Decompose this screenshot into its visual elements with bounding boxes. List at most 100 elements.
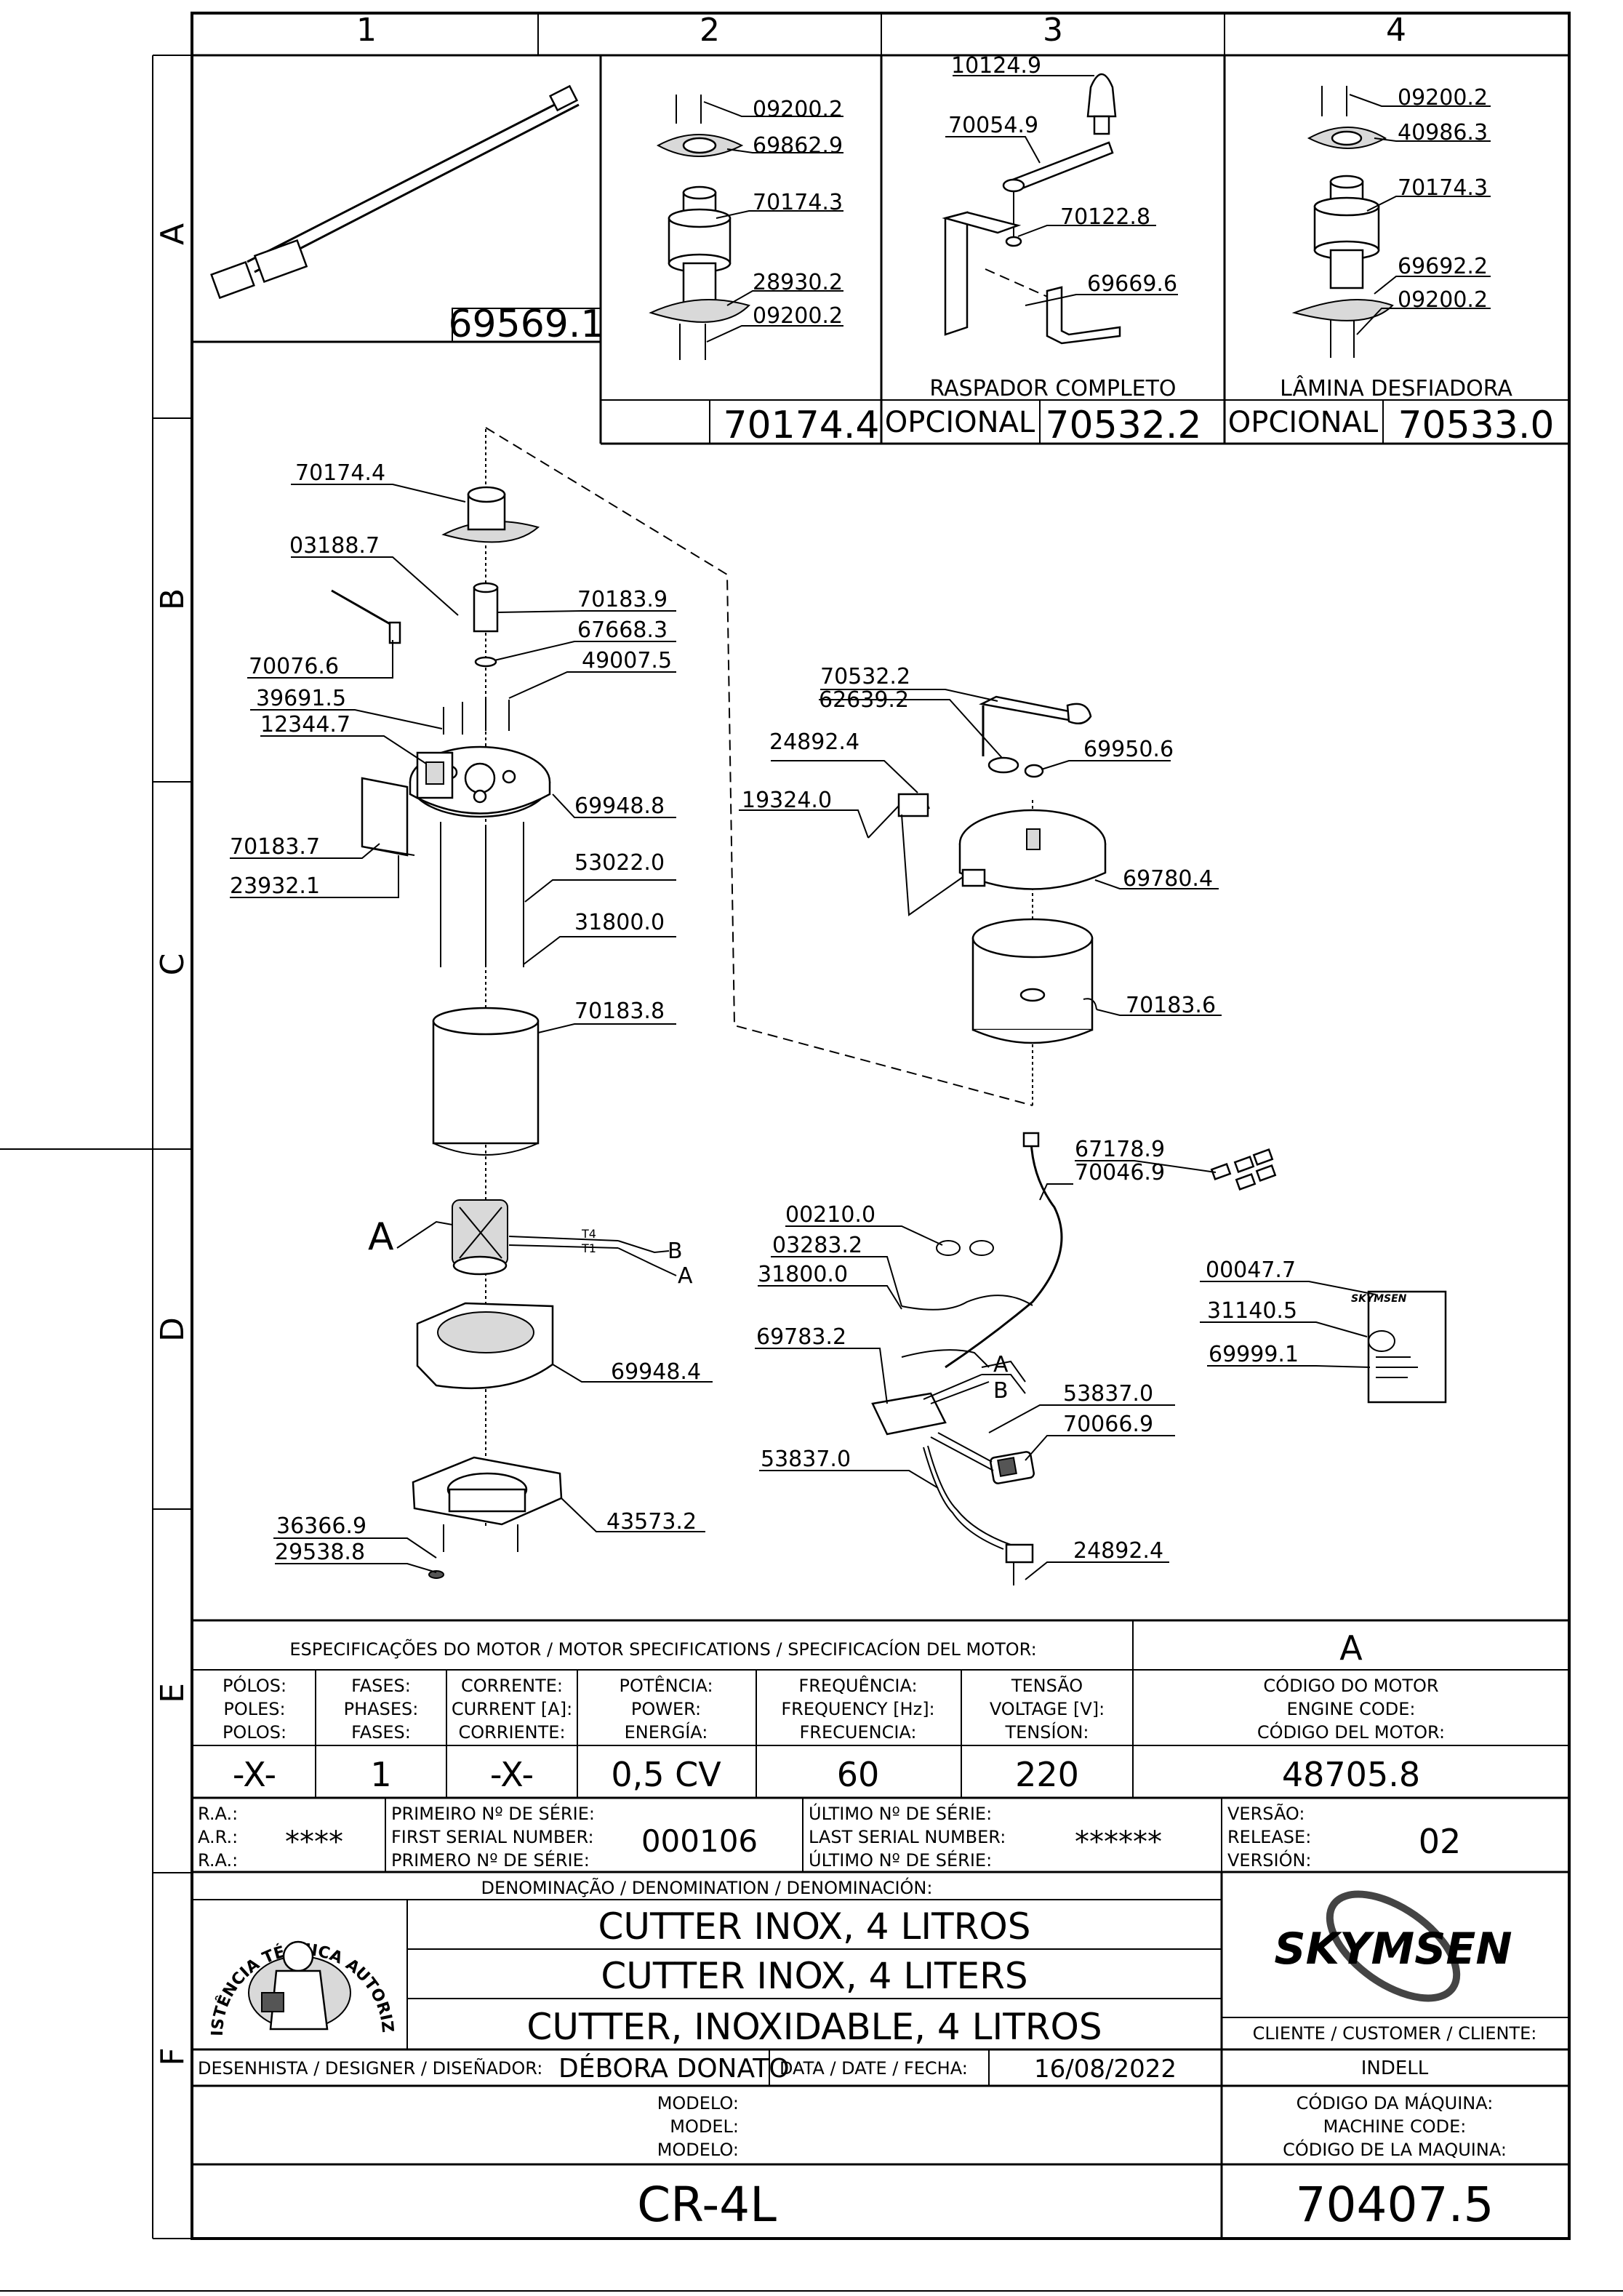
svg-text:VERSÃO:: VERSÃO: — [1227, 1802, 1305, 1824]
row-label-b: B — [154, 588, 191, 610]
callout-67668-3: 67668.3 — [577, 617, 668, 643]
callout-70183-9: 70183.9 — [577, 587, 668, 612]
svg-text:CÓDIGO DE LA MAQUINA:: CÓDIGO DE LA MAQUINA: — [1283, 2138, 1507, 2160]
svg-text:FREQUÊNCIA:: FREQUÊNCIA: — [798, 1675, 917, 1696]
svg-text:CORRENTE:: CORRENTE: — [461, 1676, 563, 1696]
row-label-d: D — [154, 1317, 191, 1342]
svg-text:PRIMEIRO Nº DE SÉRIE:: PRIMEIRO Nº DE SÉRIE: — [391, 1803, 595, 1824]
product-name-pt: CUTTER INOX, 4 LITROS — [598, 1905, 1031, 1948]
motor-poles-value: -X- — [233, 1755, 276, 1794]
callout-70174-4: 70174.4 — [295, 460, 385, 486]
svg-text:ENGINE CODE:: ENGINE CODE: — [1287, 1699, 1416, 1719]
svg-text:MACHINE CODE:: MACHINE CODE: — [1323, 2116, 1467, 2137]
svg-text:FRECUENCIA:: FRECUENCIA: — [799, 1722, 916, 1743]
blade-kit-drawing — [649, 95, 750, 360]
scraper-optional: OPCIONAL — [885, 406, 1035, 439]
callout-03283-2: 03283.2 — [772, 1233, 862, 1258]
column-label-2: 2 — [700, 12, 720, 49]
callout-67178-9: 67178.9 — [1075, 1137, 1165, 1162]
callout-09200-2c: 09200.2 — [1398, 85, 1488, 111]
cable-kit-drawing — [210, 84, 580, 300]
callout-29538-8: 29538.8 — [275, 1540, 365, 1565]
motor-frequency-value: 60 — [837, 1755, 880, 1794]
engine-code-value: 48705.8 — [1282, 1755, 1420, 1794]
svg-text:R.A.:: R.A.: — [198, 1850, 238, 1871]
callout-31800-0b: 31800.0 — [758, 1262, 848, 1287]
svg-text:MODELO:: MODELO: — [657, 2140, 739, 2160]
callout-69692-2: 69692.2 — [1398, 254, 1488, 279]
title-block-lines — [192, 1872, 1569, 2239]
designer-label: DESENHISTA / DESIGNER / DISEÑADOR: — [198, 2057, 542, 2079]
svg-text:POLES:: POLES: — [223, 1699, 285, 1719]
ra-value: **** — [285, 1825, 343, 1859]
callout-69948-4: 69948.4 — [611, 1359, 701, 1385]
wire-end-a2: A — [993, 1352, 1009, 1377]
shred-optional: OPCIONAL — [1228, 406, 1379, 439]
svg-text:CÓDIGO DO MOTOR: CÓDIGO DO MOTOR — [1263, 1674, 1438, 1696]
callout-12344-7: 12344.7 — [260, 712, 350, 737]
shred-kit-name: LÂMINA DESFIADORA — [1280, 375, 1512, 401]
callout-69950-6: 69950.6 — [1083, 737, 1174, 762]
shred-kit-code: 70533.0 — [1398, 404, 1554, 447]
scraper-kit-leaders — [945, 75, 1178, 306]
denomination-label: DENOMINAÇÃO / DENOMINATION / DENOMINACIÓ… — [481, 1876, 933, 1898]
scraper-kit-code: 70532.2 — [1045, 404, 1201, 447]
callout-70183-6: 70183.6 — [1126, 993, 1216, 1018]
customer-label: CLIENTE / CUSTOMER / CLIENTE: — [1253, 2023, 1537, 2044]
motor-phases-value: 1 — [370, 1755, 391, 1794]
motor-current-value: -X- — [490, 1755, 534, 1794]
column-labels: 1 2 3 4 — [356, 12, 1406, 49]
svg-text:PÓLOS:: PÓLOS: — [223, 1674, 286, 1696]
callout-69948-8: 69948.8 — [574, 793, 665, 819]
model-labels: MODELO: MODEL: MODELO: — [657, 2093, 739, 2160]
callout-70174-3b: 70174.3 — [1398, 175, 1488, 201]
stamp-text: ASSISTÊNCIA TÉCNICA AUTORIZADA — [0, 0, 396, 2036]
callout-70054-9: 70054.9 — [948, 113, 1038, 138]
row-label-f: F — [154, 2047, 191, 2065]
callout-00210-0: 00210.0 — [785, 1202, 875, 1228]
callout-70174-3: 70174.3 — [753, 190, 843, 215]
wire-end-a: A — [678, 1263, 693, 1289]
electrical-assembly-drawing — [871, 1132, 1447, 1585]
skymsen-logo: SKYMSEN — [1274, 1890, 1512, 2002]
callout-53837-0: 53837.0 — [1063, 1381, 1153, 1407]
row-label-e: E — [154, 1683, 191, 1703]
model-value: CR-4L — [637, 2177, 777, 2233]
row-labels: A B C D E F — [154, 223, 191, 2066]
callout-40986-3: 40986.3 — [1398, 120, 1488, 145]
callout-70066-9: 70066.9 — [1063, 1412, 1153, 1437]
svg-text:RELEASE:: RELEASE: — [1227, 1827, 1311, 1847]
product-name-es: CUTTER, INOXIDABLE, 4 LITROS — [526, 2006, 1102, 2048]
callout-00047-7: 00047.7 — [1206, 1257, 1296, 1283]
callout-69780-4: 69780.4 — [1123, 866, 1213, 892]
svg-text:PRIMERO Nº DE SÉRIE:: PRIMERO Nº DE SÉRIE: — [391, 1849, 590, 1871]
callout-39691-5: 39691.5 — [256, 686, 346, 711]
main-assembly-drawing — [331, 427, 1033, 1579]
machine-code-value: 70407.5 — [1296, 2177, 1494, 2233]
svg-text:MODELO:: MODELO: — [657, 2093, 739, 2113]
authorized-service-stamp: ASSISTÊNCIA TÉCNICA AUTORIZADA — [0, 0, 396, 2036]
main-assembly-leaders — [230, 484, 713, 1573]
customer-value: INDELL — [1361, 2057, 1429, 2079]
electrical-assembly-leaders — [755, 1160, 1376, 1580]
callout-36366-9: 36366.9 — [276, 1513, 366, 1539]
callout-69669-6: 69669.6 — [1087, 271, 1177, 297]
row-label-a: A — [154, 223, 191, 245]
release-value: 02 — [1419, 1822, 1462, 1861]
callout-24892-4b: 24892.4 — [1073, 1538, 1163, 1564]
column-label-4: 4 — [1386, 12, 1406, 49]
callout-69999-1: 69999.1 — [1209, 1342, 1299, 1367]
wire-end-b: B — [668, 1239, 683, 1264]
cable-kit-code: 69569.1 — [448, 303, 604, 346]
motor-spec-table-lines — [192, 1619, 1569, 1799]
last-serial-value: ****** — [1075, 1825, 1162, 1859]
product-name-en: CUTTER INOX, 4 LITERS — [601, 1955, 1027, 1997]
svg-text:VERSIÓN:: VERSIÓN: — [1227, 1849, 1312, 1871]
callout-53837-0b: 53837.0 — [761, 1447, 851, 1472]
svg-text:VOLTAGE [V]:: VOLTAGE [V]: — [990, 1699, 1105, 1719]
kit-boxes — [192, 55, 1569, 445]
wire-label-t1: T1 — [581, 1241, 596, 1255]
callout-53022-0: 53022.0 — [574, 850, 665, 876]
motor-variant: A — [1339, 1628, 1363, 1668]
svg-text:A.R.:: A.R.: — [198, 1827, 238, 1847]
